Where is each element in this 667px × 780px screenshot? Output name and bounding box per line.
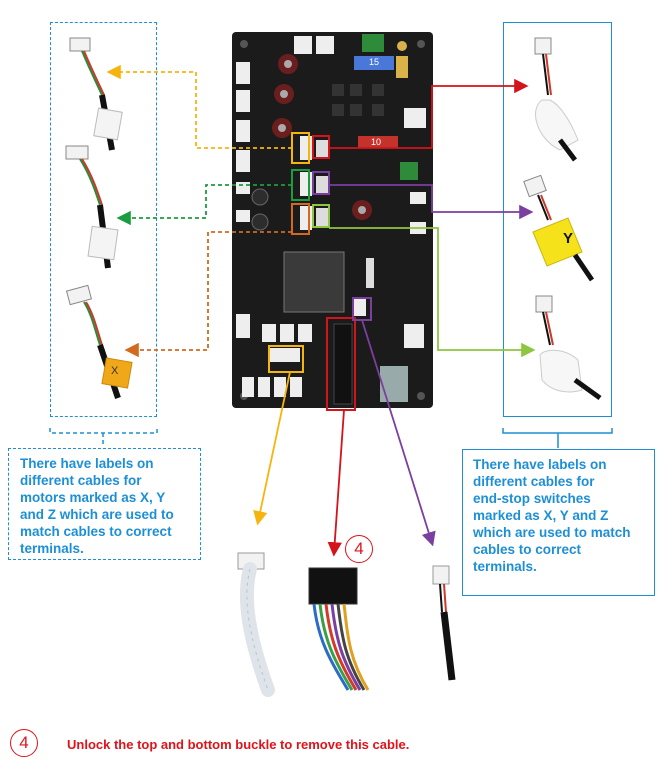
box-motor-x	[291, 132, 310, 164]
box-motor-y	[291, 169, 310, 201]
endstop-label-y: Y	[563, 230, 574, 247]
motor-cable-x-top	[69, 37, 123, 151]
line-motor-y	[116, 184, 292, 226]
endstop-cable-z	[535, 295, 602, 401]
endstop-cable-x	[534, 37, 579, 162]
step-number-badge: 4	[345, 535, 373, 563]
box-fan-connector	[268, 345, 304, 373]
line-endstop-z	[329, 227, 536, 358]
line-endstop-x	[329, 78, 529, 149]
right-panel-bracket	[502, 428, 613, 448]
line-ribbon-connector	[327, 409, 345, 557]
motor-cable-z	[65, 284, 133, 399]
mainboard-details	[236, 34, 426, 405]
ribbon-cable	[308, 567, 370, 691]
line-fan-connector	[253, 371, 291, 526]
line-motor-z	[124, 231, 292, 358]
left-panel-bracket	[49, 428, 158, 446]
step-instruction: Unlock the top and bottom buckle to remo…	[67, 737, 410, 752]
box-small-connector	[352, 297, 372, 321]
fuse-10-label: 10	[371, 137, 382, 147]
endstop-labels-note: There have labels on different cables fo…	[473, 457, 631, 574]
fuse-15-label: 15	[369, 57, 380, 67]
motor-labels-note: There have labels on different cables fo…	[20, 456, 174, 556]
motor-cable-y	[65, 145, 119, 269]
line-small-connector	[361, 319, 436, 547]
line-endstop-y	[329, 184, 534, 220]
box-ribbon-connector	[326, 317, 356, 411]
box-endstop-z	[312, 204, 330, 228]
motor-label-x: X	[111, 365, 119, 377]
step-number-badge-bottom: 4	[10, 729, 38, 757]
motor-cables-panel	[50, 22, 157, 417]
box-endstop-x	[312, 135, 330, 159]
fan-cable	[237, 552, 275, 697]
motor-labels-callout	[8, 448, 201, 560]
endstop-labels-callout	[462, 449, 655, 596]
endstop-cable-y	[523, 174, 595, 282]
endstop-cables-panel	[503, 22, 612, 417]
line-motor-x	[106, 64, 292, 149]
box-motor-z	[291, 203, 310, 235]
box-endstop-y	[312, 171, 330, 195]
small-2pin-cable	[432, 565, 456, 681]
